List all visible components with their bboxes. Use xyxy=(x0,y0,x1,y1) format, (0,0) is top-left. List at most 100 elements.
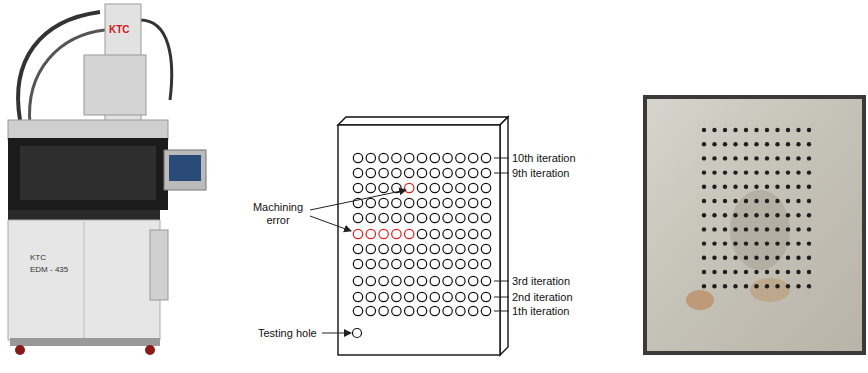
machined-hole xyxy=(379,183,388,192)
photo-hole xyxy=(702,142,706,146)
photo-hole xyxy=(712,128,716,132)
machined-hole xyxy=(379,153,388,162)
brand-mark: KTC xyxy=(109,24,130,36)
photo-hole xyxy=(786,170,790,174)
photo-hole xyxy=(733,170,737,174)
photo-hole xyxy=(723,170,727,174)
machined-hole xyxy=(469,213,478,222)
photo-hole xyxy=(712,213,716,217)
machined-hole xyxy=(443,213,452,222)
machined-hole xyxy=(366,292,375,301)
photo-hole xyxy=(786,284,790,288)
photo-hole xyxy=(754,142,758,146)
machined-hole xyxy=(481,244,490,253)
photo-hole xyxy=(786,156,790,160)
machined-hole xyxy=(417,153,426,162)
machined-hole xyxy=(379,213,388,222)
photo-hole xyxy=(712,227,716,231)
machined-hole xyxy=(481,229,490,238)
machined-hole xyxy=(443,153,452,162)
machined-hole xyxy=(392,306,401,315)
machined-hole xyxy=(392,244,401,253)
photo-hole xyxy=(765,227,769,231)
machined-hole xyxy=(443,183,452,192)
callout-label: Testing hole xyxy=(258,327,317,340)
photo-hole xyxy=(796,128,800,132)
machined-hole xyxy=(430,198,439,207)
machined-hole xyxy=(379,292,388,301)
photo-hole xyxy=(765,142,769,146)
photo-hole xyxy=(744,270,748,274)
photo-hole xyxy=(733,199,737,203)
iteration-label: 2nd iteration xyxy=(512,291,573,304)
photo-hole xyxy=(765,213,769,217)
machined-hole xyxy=(481,198,490,207)
machined-hole xyxy=(481,183,490,192)
machined-hole xyxy=(417,292,426,301)
machined-hole xyxy=(456,229,465,238)
machined-hole xyxy=(417,229,426,238)
photo-hole xyxy=(754,128,758,132)
machined-hole xyxy=(353,244,362,253)
machined-hole xyxy=(366,259,375,268)
photo-hole xyxy=(702,241,706,245)
photo-hole xyxy=(723,185,727,189)
photo-hole xyxy=(786,199,790,203)
error-hole xyxy=(379,229,388,238)
machined-hole xyxy=(405,276,414,285)
photo-hole xyxy=(765,199,769,203)
photo-hole xyxy=(786,270,790,274)
error-hole xyxy=(405,183,414,192)
photo-hole xyxy=(765,284,769,288)
photo-hole xyxy=(786,227,790,231)
machined-hole xyxy=(379,259,388,268)
photo-hole xyxy=(712,270,716,274)
photo-hole xyxy=(786,213,790,217)
machined-hole xyxy=(353,213,362,222)
machined-hole xyxy=(430,153,439,162)
machined-hole xyxy=(379,198,388,207)
machined-hole xyxy=(456,153,465,162)
testing-hole xyxy=(353,329,362,338)
machined-hole xyxy=(405,153,414,162)
photo-hole xyxy=(754,241,758,245)
machined-hole xyxy=(456,276,465,285)
photo-hole xyxy=(796,185,800,189)
error-hole xyxy=(366,229,375,238)
photo-hole xyxy=(786,241,790,245)
machined-hole xyxy=(417,183,426,192)
machined-hole xyxy=(417,259,426,268)
machined-hole xyxy=(456,213,465,222)
photo-hole xyxy=(723,142,727,146)
photo-hole xyxy=(754,213,758,217)
photo-hole xyxy=(723,256,727,260)
machined-hole xyxy=(443,306,452,315)
photo-hole xyxy=(723,213,727,217)
machined-hole xyxy=(392,168,401,177)
machined-hole xyxy=(456,183,465,192)
photo-hole xyxy=(723,156,727,160)
machined-hole xyxy=(417,244,426,253)
photo-hole xyxy=(754,199,758,203)
photo-hole xyxy=(807,199,811,203)
brand-mark: KTC xyxy=(30,253,46,263)
machined-hole xyxy=(443,276,452,285)
photo-hole xyxy=(744,170,748,174)
photo-hole xyxy=(702,227,706,231)
iteration-label: 3rd iteration xyxy=(512,275,570,288)
photo-hole xyxy=(702,199,706,203)
photo-hole xyxy=(733,185,737,189)
photo-hole xyxy=(702,128,706,132)
machined-hole xyxy=(405,198,414,207)
machined-hole xyxy=(405,292,414,301)
photo-hole xyxy=(775,284,779,288)
photo-hole xyxy=(765,256,769,260)
photo-hole xyxy=(775,241,779,245)
photo-hole xyxy=(807,227,811,231)
photo-hole xyxy=(712,142,716,146)
photo-hole xyxy=(723,199,727,203)
machined-hole xyxy=(366,213,375,222)
machined-hole xyxy=(405,244,414,253)
